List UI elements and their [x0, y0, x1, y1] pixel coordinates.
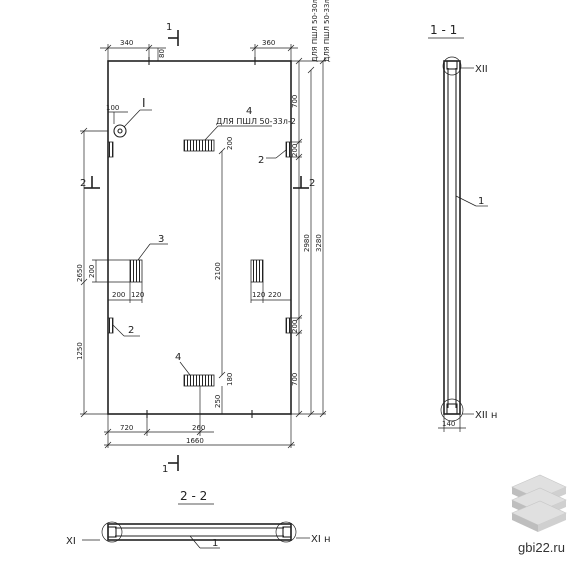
plate-right: [250, 259, 264, 283]
watermark: gbi22.ru: [511, 474, 567, 555]
section2-callout-left: XI: [66, 536, 76, 547]
pshl-33-note: ДЛЯ ПШЛ 50-33л-2: [216, 117, 296, 126]
dim-bottom-1660: 1660: [186, 437, 204, 445]
pos4-top-label: 4: [246, 106, 252, 117]
section1-callout-top: XII: [475, 64, 488, 75]
dim-mid-200: 200: [112, 291, 125, 299]
panel-plan: I 100 4 ДЛЯ ПШЛ 50-33л-2 200 2 3 2 4 210…: [76, 0, 331, 475]
dim-right-700-bottom: 700: [291, 373, 299, 386]
dim-right-200-bottom: 200: [291, 320, 299, 333]
dim-1250: 1250: [76, 342, 84, 360]
section-1-1: 1 - 1 XII XII н 1 140: [428, 23, 497, 432]
dim-right-200-top: 200: [291, 144, 299, 157]
panel-outline: [107, 60, 292, 415]
dim-2980: 2980: [303, 234, 311, 252]
section2-pos-label: 1: [212, 538, 218, 549]
embed-left-upper: [107, 141, 114, 158]
embed-right-upper: [285, 141, 292, 158]
pos3-label: 3: [158, 234, 164, 245]
plate-left: [129, 259, 143, 283]
section-2-2: 2 - 2 XI XI н 1: [66, 489, 331, 549]
pos2-right-label: 2: [258, 155, 264, 166]
section2-callout-right: XI н: [311, 534, 331, 545]
dim-bottom-720: 720: [120, 424, 133, 432]
section1-callout-bottom: XII н: [475, 410, 497, 421]
dim-top-340: 340: [120, 39, 133, 47]
dim-section-140: 140: [442, 420, 455, 428]
dim-right-700-top: 700: [291, 95, 299, 108]
cut2-left-label: 2: [80, 178, 86, 189]
dim-top-80: 80: [158, 49, 166, 58]
dim-2100: 2100: [214, 262, 222, 280]
loop-bottom: [183, 374, 215, 387]
embed-left-lower: [107, 317, 114, 334]
pos2-left-label: 2: [128, 325, 134, 336]
section2-title: 2 - 2: [180, 489, 207, 503]
dim-100: 100: [106, 104, 119, 112]
loop-top: [183, 139, 215, 152]
section1-pos-label: 1: [478, 196, 484, 207]
dim-top-360: 360: [262, 39, 275, 47]
dim-mid-120a: 120: [131, 291, 144, 299]
dim-mid-120b: 120: [252, 291, 265, 299]
watermark-text: gbi22.ru: [518, 540, 565, 555]
cut2-right-label: 2: [309, 178, 315, 189]
dim-loop-180: 180: [226, 373, 234, 386]
side-note-30: ДЛЯ ПШЛ 50-30л-2: [311, 0, 319, 62]
logo-icon: [511, 474, 567, 532]
cut1-top-label: 1: [166, 22, 172, 33]
dim-3280: 3280: [315, 234, 323, 252]
pos4-bottom-label: 4: [175, 352, 181, 363]
section1-outer: [443, 60, 461, 415]
section2-outer: [107, 523, 292, 541]
dim-loop-200: 200: [226, 137, 234, 150]
dim-bottom-260: 260: [192, 424, 205, 432]
dim-mid-220: 220: [268, 291, 281, 299]
callout-I-label: I: [142, 96, 146, 110]
dim-250: 250: [214, 395, 222, 408]
embed-right-lower: [285, 317, 292, 334]
dim-left-200: 200: [88, 265, 96, 278]
section1-title: 1 - 1: [430, 23, 457, 37]
dim-2650: 2650: [76, 264, 84, 282]
cut1-bottom-label: 1: [162, 464, 168, 475]
side-note-33: ДЛЯ ПШЛ 50-33л-2: [323, 0, 331, 62]
mounting-hole: [113, 124, 127, 138]
